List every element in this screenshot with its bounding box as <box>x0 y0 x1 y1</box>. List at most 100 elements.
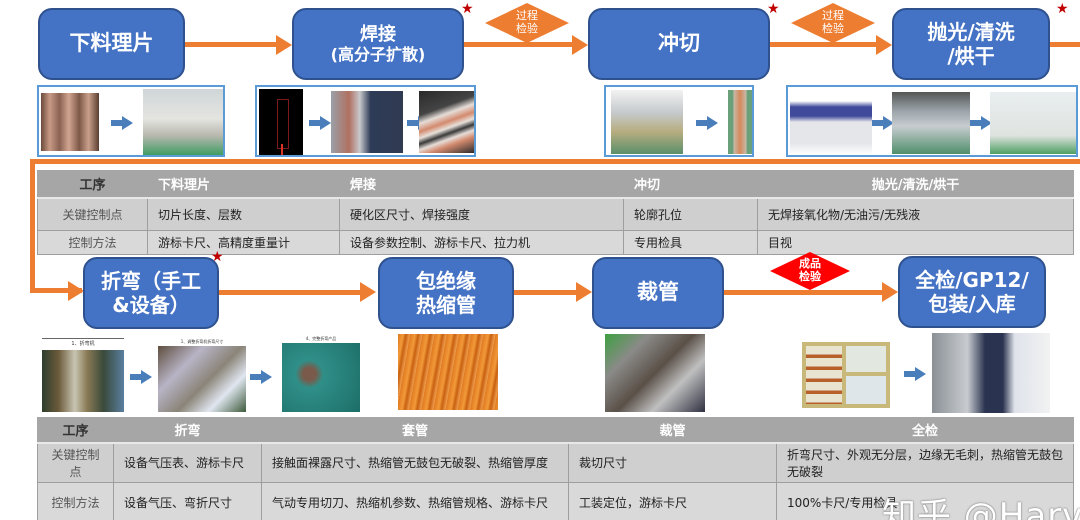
step-label: 全检/GP12/ <box>915 268 1029 292</box>
punched-busbar-photo <box>728 90 752 154</box>
inspection-label: 检验 <box>516 22 538 35</box>
step-insulation: 包绝缘 热缩管 <box>378 257 514 329</box>
copper-coil-photo <box>41 93 99 151</box>
table-row: 关键控制点 切片长度、层数 硬化区尺寸、焊接强度 轮廓孔位 无焊接氧化物/无油污… <box>37 197 1074 231</box>
heat-shrink-tubes-photo <box>398 334 498 410</box>
flow-arrowhead <box>276 35 292 55</box>
step-label: &设备） <box>112 293 190 317</box>
flow-line-return <box>30 159 1080 164</box>
bending-adjust-photo: 1、调整折弯机折弯尺寸 <box>158 338 246 412</box>
punch-press-photo <box>611 90 683 154</box>
bent-product-photo: 4、完整折弯产品 <box>282 335 360 412</box>
photo-caption: 1、折弯机 <box>71 341 95 347</box>
photo-caption: 4、完整折弯产品 <box>305 336 337 341</box>
flow-line <box>1050 42 1080 47</box>
cad-drawing-photo <box>259 89 303 155</box>
arrow-icon <box>250 370 272 384</box>
inspection-label: 过程 <box>822 9 844 23</box>
table-cell: 折弯尺寸、外观无分层，边缘无毛刺，热缩管无鼓包无破裂 <box>776 442 1074 483</box>
photo-panel-punching <box>604 85 754 157</box>
table-header-row: 工序 折弯 套管 裁管 全检 <box>37 417 1074 444</box>
table-cell: 设备气压表、游标卡尺 <box>113 442 262 483</box>
step-polishing: 抛光/清洗 /烘干 <box>892 8 1050 80</box>
table-cell: 游标卡尺、高精度重量计 <box>147 230 340 255</box>
arrow-icon <box>970 116 992 130</box>
welding-operator-photo <box>331 91 403 153</box>
process-inspection-diamond: 过程 检验 <box>485 3 569 43</box>
step-label: 抛光/清洗 <box>927 20 1015 44</box>
step-bending: 折弯（手工 &设备） <box>83 257 219 329</box>
flow-line <box>770 42 876 47</box>
arrow-icon <box>111 116 133 130</box>
step-label: 包装/入库 <box>928 292 1016 316</box>
table-cell: 控制方法 <box>37 482 114 520</box>
table-cell: 关键控制点 <box>37 197 148 231</box>
step-label: 包绝缘 <box>416 269 476 293</box>
inspection-label: 成品 <box>799 257 821 271</box>
flow-arrowhead <box>876 35 892 55</box>
packing-workers-photo <box>932 333 1050 413</box>
table-header-cell: 抛光/清洗/烘干 <box>757 170 1074 199</box>
bending-machine-photo: 1、折弯机 <box>42 338 124 412</box>
table-row: 控制方法 设备气压、弯折尺寸 气动专用切刀、热缩机参数、热缩管规格、游标卡尺 工… <box>37 482 1074 520</box>
table-cell: 气动专用切刀、热缩机参数、热缩管规格、游标卡尺 <box>261 482 569 520</box>
step-label: 下料理片 <box>69 31 154 56</box>
flow-line <box>724 290 884 295</box>
table-cell: 工装定位，游标卡尺 <box>568 482 777 520</box>
table-cell: 目视 <box>757 230 1074 255</box>
final-inspection-diamond: 成品 检验 <box>770 252 850 290</box>
table-header-cell: 下料理片 <box>147 170 340 199</box>
step-label: /烘干 <box>947 44 995 68</box>
arrow-icon <box>309 116 331 130</box>
table-row: 控制方法 游标卡尺、高精度重量计 设备参数控制、游标卡尺、拉力机 专用检具 目视 <box>37 230 1074 255</box>
table-header-cell: 焊接 <box>339 170 624 199</box>
slitting-machine-photo <box>143 89 223 155</box>
table-header-row: 工序 下料理片 焊接 冲切 抛光/清洗/烘干 <box>37 170 1074 199</box>
flow-line <box>218 290 360 295</box>
flow-line-return <box>30 288 82 293</box>
step-punching: 冲切 <box>588 8 770 80</box>
drying-oven-photo <box>990 92 1076 154</box>
step-label: 裁管 <box>637 280 679 305</box>
table-header-cell: 工序 <box>37 417 114 444</box>
table-cell: 设备参数控制、游标卡尺、拉力机 <box>339 230 624 255</box>
process-inspection-diamond: 过程 检验 <box>791 3 875 43</box>
table-cell: 无焊接氧化物/无油污/无残液 <box>757 197 1074 231</box>
step-label: 冲切 <box>658 31 700 56</box>
table-cell: 专用检具 <box>623 230 758 255</box>
watermark: 知乎 @Harve <box>882 496 1080 520</box>
step-label: 折弯（手工 <box>101 269 201 293</box>
inspection-label: 检验 <box>822 22 844 35</box>
arrow-icon <box>872 116 894 130</box>
key-process-star-icon: ★ <box>461 1 474 17</box>
table-header-cell: 套管 <box>261 417 569 444</box>
table-cell: 硬化区尺寸、焊接强度 <box>339 197 624 231</box>
cleaning-line-photo <box>892 92 970 154</box>
inspection-board-photo <box>802 342 890 408</box>
flow-arrowhead <box>882 282 898 302</box>
flow-arrowhead <box>68 281 84 301</box>
flow-line <box>185 42 277 47</box>
key-process-star-icon: ★ <box>211 249 224 265</box>
photo-panel-welding <box>255 85 476 157</box>
table-header-cell: 裁管 <box>568 417 777 444</box>
key-process-star-icon: ★ <box>1056 1 1069 17</box>
flow-arrowhead <box>576 282 592 302</box>
arrow-icon <box>696 116 718 130</box>
flow-line <box>514 290 578 295</box>
arrow-icon <box>130 370 152 384</box>
step-tube-cutting: 裁管 <box>592 257 724 329</box>
table-header-cell: 工序 <box>37 170 148 199</box>
table-cell: 轮廓孔位 <box>623 197 758 231</box>
welded-strips-photo <box>419 91 474 153</box>
flow-arrowhead <box>572 35 588 55</box>
table-cell: 接触面裸露尺寸、热缩管无鼓包无破裂、热缩管厚度 <box>261 442 569 483</box>
inspection-label: 检验 <box>799 270 821 283</box>
photo-panel-polishing <box>786 85 1078 157</box>
step-label: 热缩管 <box>416 293 476 317</box>
table-cell: 控制方法 <box>37 230 148 255</box>
tube-cutting-photo <box>605 334 705 412</box>
key-process-star-icon: ★ <box>767 1 780 17</box>
table-cell: 关键控制点 <box>37 442 114 483</box>
table-header-cell: 折弯 <box>113 417 262 444</box>
